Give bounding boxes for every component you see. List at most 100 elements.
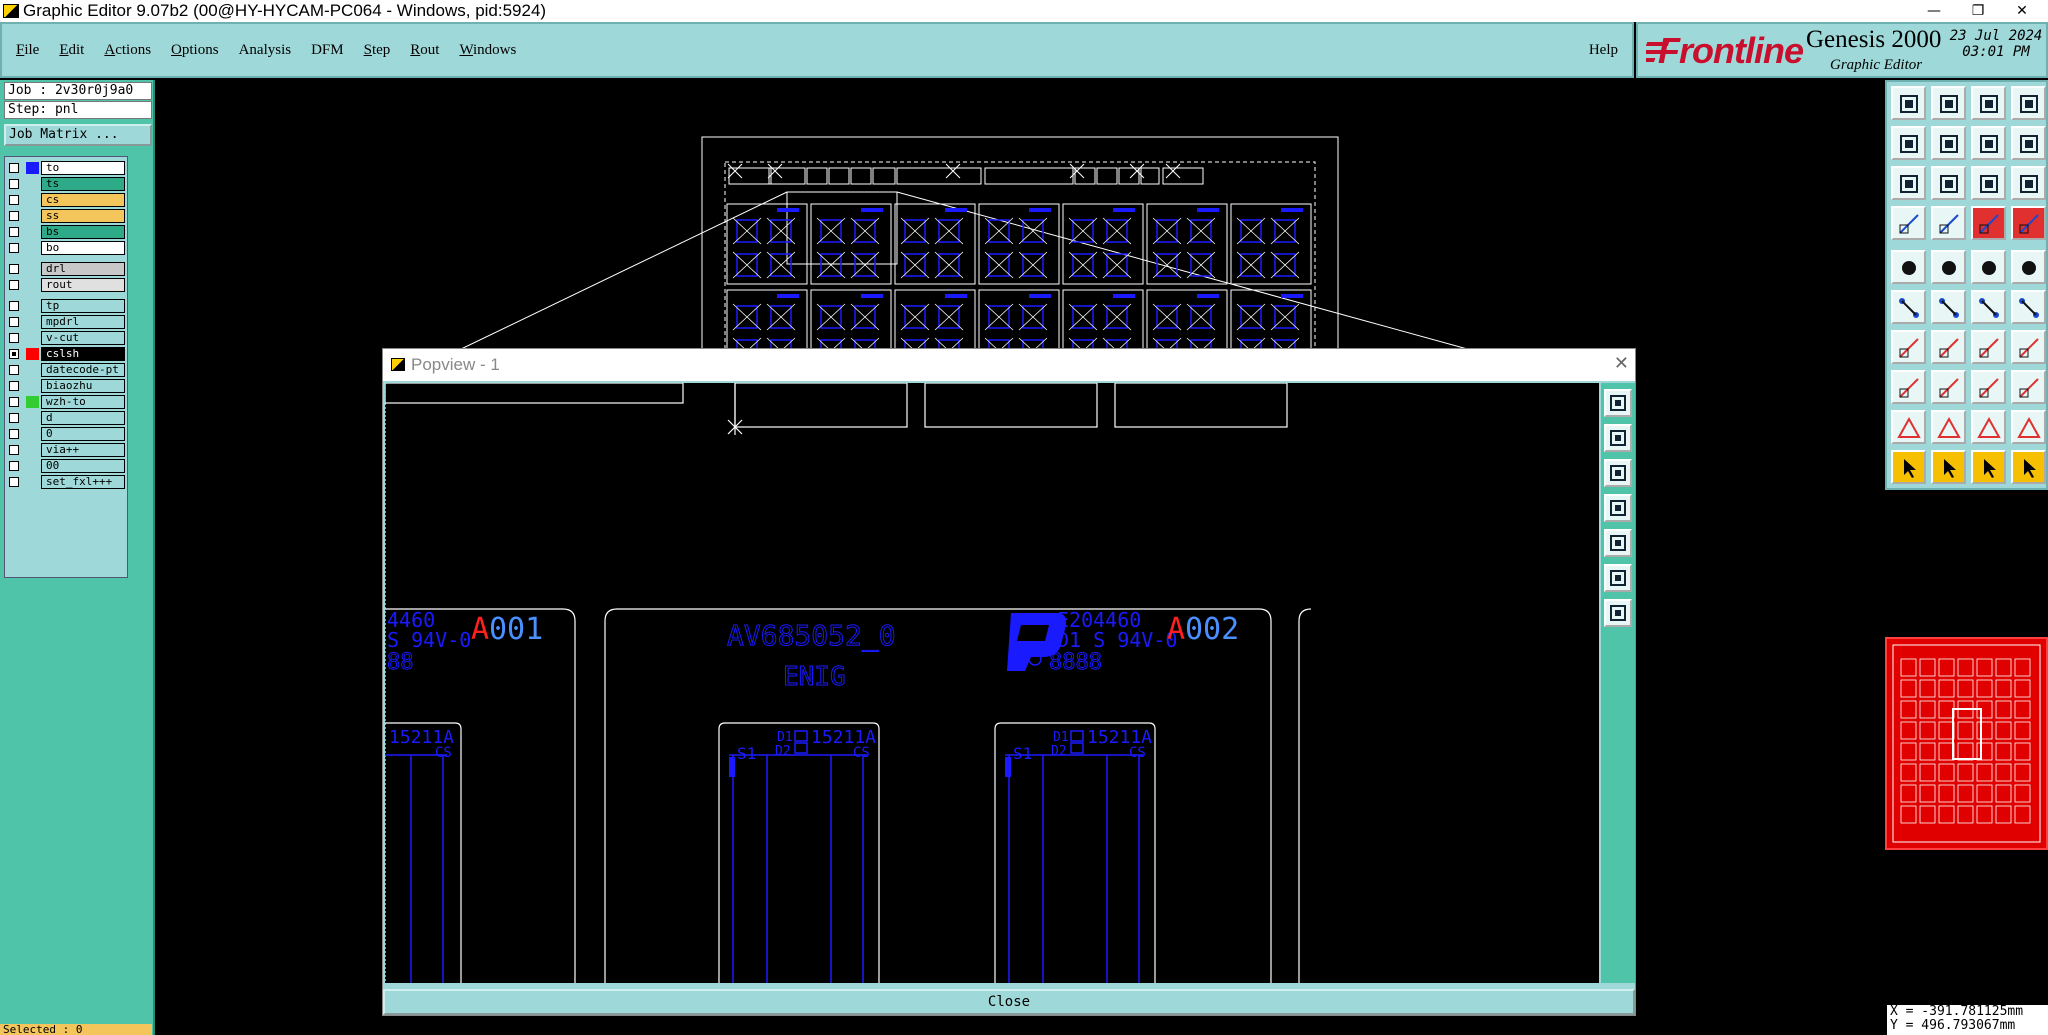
layer-checkbox[interactable] bbox=[9, 301, 19, 311]
tool-button-r8c2[interactable] bbox=[1971, 410, 2006, 444]
layer-checkbox[interactable] bbox=[9, 349, 19, 359]
layer-checkbox[interactable] bbox=[9, 195, 19, 205]
layer-color-swatch[interactable] bbox=[26, 226, 39, 238]
layer-row[interactable]: 0 bbox=[5, 426, 127, 441]
tool-button-r7c2[interactable] bbox=[1971, 370, 2006, 404]
layer-row[interactable]: datecode-pt bbox=[5, 362, 127, 377]
popview-tool-0[interactable] bbox=[1604, 389, 1632, 417]
tool-button-r4c2[interactable] bbox=[1971, 250, 2006, 284]
layer-row[interactable]: bs bbox=[5, 224, 127, 239]
tool-button-r7c1[interactable] bbox=[1931, 370, 1966, 404]
restore-icon[interactable]: ❐ bbox=[1971, 3, 1985, 19]
menu-actions[interactable]: Actions bbox=[104, 41, 152, 58]
tool-button-r9c0[interactable] bbox=[1891, 450, 1926, 484]
layer-color-swatch[interactable] bbox=[26, 263, 39, 275]
tool-button-r4c3[interactable] bbox=[2011, 250, 2046, 284]
popview-tool-2[interactable] bbox=[1604, 459, 1632, 487]
layer-checkbox[interactable] bbox=[9, 264, 19, 274]
layer-color-swatch[interactable] bbox=[26, 194, 39, 206]
tool-button-r5c1[interactable] bbox=[1931, 290, 1966, 324]
layer-row[interactable]: drl bbox=[5, 261, 127, 276]
layer-checkbox[interactable] bbox=[9, 397, 19, 407]
tool-button-r3c1[interactable] bbox=[1931, 206, 1966, 240]
tool-button-r9c2[interactable] bbox=[1971, 450, 2006, 484]
popview-close-button[interactable]: Close bbox=[383, 989, 1635, 1015]
tool-button-r0c2[interactable] bbox=[1971, 86, 2006, 120]
layer-color-swatch[interactable] bbox=[26, 348, 39, 360]
layer-checkbox[interactable] bbox=[9, 227, 19, 237]
layer-row[interactable]: cs bbox=[5, 192, 127, 207]
layer-checkbox[interactable] bbox=[9, 243, 19, 253]
layer-checkbox[interactable] bbox=[9, 461, 19, 471]
tool-button-r5c0[interactable] bbox=[1891, 290, 1926, 324]
minimap[interactable] bbox=[1885, 637, 2048, 850]
layer-color-swatch[interactable] bbox=[26, 332, 39, 344]
layer-color-swatch[interactable] bbox=[26, 476, 39, 488]
menu-analysis[interactable]: Analysis bbox=[238, 41, 292, 58]
tool-button-r1c1[interactable] bbox=[1931, 126, 1966, 160]
close-icon[interactable]: ✕ bbox=[2016, 3, 2028, 19]
layer-checkbox[interactable] bbox=[9, 413, 19, 423]
menu-windows[interactable]: Windows bbox=[459, 41, 517, 58]
tool-button-r8c3[interactable] bbox=[2011, 410, 2046, 444]
layer-color-swatch[interactable] bbox=[26, 162, 39, 174]
tool-button-r1c3[interactable] bbox=[2011, 126, 2046, 160]
layer-row[interactable]: 00 bbox=[5, 458, 127, 473]
layer-row[interactable]: biaozhu bbox=[5, 378, 127, 393]
tool-button-r8c1[interactable] bbox=[1931, 410, 1966, 444]
menu-rout[interactable]: Rout bbox=[410, 41, 440, 58]
minimize-icon[interactable]: — bbox=[1927, 3, 1941, 19]
tool-button-r0c1[interactable] bbox=[1931, 86, 1966, 120]
layer-row[interactable]: to bbox=[5, 160, 127, 175]
layer-color-swatch[interactable] bbox=[26, 300, 39, 312]
layer-checkbox[interactable] bbox=[9, 163, 19, 173]
layer-row[interactable]: rout bbox=[5, 277, 127, 292]
layer-checkbox[interactable] bbox=[9, 365, 19, 375]
layer-color-swatch[interactable] bbox=[26, 242, 39, 254]
layer-row[interactable]: bo bbox=[5, 240, 127, 255]
tool-button-r3c0[interactable] bbox=[1891, 206, 1926, 240]
layer-row[interactable]: d bbox=[5, 410, 127, 425]
layer-row[interactable]: cslsh bbox=[5, 346, 127, 361]
layer-row[interactable]: ts bbox=[5, 176, 127, 191]
tool-button-r1c0[interactable] bbox=[1891, 126, 1926, 160]
layer-checkbox[interactable] bbox=[9, 211, 19, 221]
popview-tool-5[interactable] bbox=[1604, 564, 1632, 592]
tool-button-r8c0[interactable] bbox=[1891, 410, 1926, 444]
tool-button-r3c3[interactable] bbox=[2011, 206, 2046, 240]
layer-row[interactable]: via++ bbox=[5, 442, 127, 457]
layer-checkbox[interactable] bbox=[9, 381, 19, 391]
layer-color-swatch[interactable] bbox=[26, 210, 39, 222]
menu-edit[interactable]: Edit bbox=[59, 41, 85, 58]
layer-color-swatch[interactable] bbox=[26, 279, 39, 291]
popview-tool-1[interactable] bbox=[1604, 424, 1632, 452]
tool-button-r9c3[interactable] bbox=[2011, 450, 2046, 484]
tool-button-r6c3[interactable] bbox=[2011, 330, 2046, 364]
tool-button-r5c2[interactable] bbox=[1971, 290, 2006, 324]
layer-checkbox[interactable] bbox=[9, 333, 19, 343]
tool-button-r7c0[interactable] bbox=[1891, 370, 1926, 404]
popview-tool-4[interactable] bbox=[1604, 529, 1632, 557]
tool-button-r7c3[interactable] bbox=[2011, 370, 2046, 404]
tool-button-r5c3[interactable] bbox=[2011, 290, 2046, 324]
tool-button-r2c0[interactable] bbox=[1891, 166, 1926, 200]
tool-button-r3c2[interactable] bbox=[1971, 206, 2006, 240]
layer-color-swatch[interactable] bbox=[26, 316, 39, 328]
layer-checkbox[interactable] bbox=[9, 280, 19, 290]
tool-button-r0c3[interactable] bbox=[2011, 86, 2046, 120]
layer-checkbox[interactable] bbox=[9, 179, 19, 189]
layer-color-swatch[interactable] bbox=[26, 412, 39, 424]
layer-row[interactable]: mpdrl bbox=[5, 314, 127, 329]
popview-tool-3[interactable] bbox=[1604, 494, 1632, 522]
menu-options[interactable]: Options bbox=[171, 41, 219, 58]
layer-row[interactable]: set_fxl+++ bbox=[5, 474, 127, 489]
menu-file[interactable]: File bbox=[16, 41, 40, 58]
layer-color-swatch[interactable] bbox=[26, 364, 39, 376]
layer-checkbox[interactable] bbox=[9, 445, 19, 455]
job-matrix-button[interactable]: Job Matrix ... bbox=[4, 124, 152, 146]
popview-tool-6[interactable] bbox=[1604, 599, 1632, 627]
layer-color-swatch[interactable] bbox=[26, 178, 39, 190]
tool-button-r6c1[interactable] bbox=[1931, 330, 1966, 364]
layer-color-swatch[interactable] bbox=[26, 444, 39, 456]
layer-checkbox[interactable] bbox=[9, 429, 19, 439]
